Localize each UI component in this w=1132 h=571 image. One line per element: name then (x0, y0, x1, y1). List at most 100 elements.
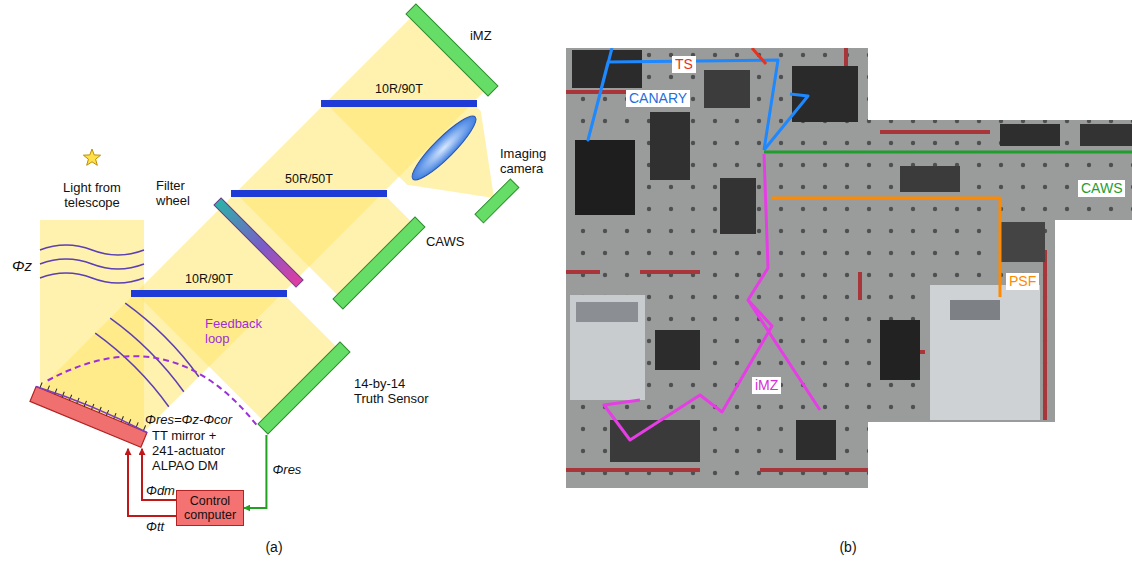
imaging-camera-shape (475, 179, 519, 223)
wavefront (125, 303, 199, 377)
lens (406, 110, 482, 186)
mount (1000, 222, 1045, 262)
node-label: 10R/90T (375, 82, 423, 97)
mount (704, 70, 750, 108)
beam-splitter: 50R/50T (231, 190, 387, 197)
node-text: Control computer (184, 494, 236, 522)
label-anchor: Imaging camera (500, 146, 562, 176)
ts-path (752, 48, 766, 64)
mount (880, 320, 920, 380)
imz-path (748, 154, 820, 410)
mount (1000, 124, 1060, 146)
deformable-mirror-outline (29, 380, 150, 448)
path-label: iMZ (752, 377, 781, 394)
wavefront (110, 318, 184, 392)
imz-path (604, 300, 772, 440)
deformable-mirror: TT mirror + 241-actuator ALPAO DM (29, 380, 150, 448)
truth-sensor-outline (257, 341, 351, 435)
tape-strip (1043, 250, 1047, 420)
source-label: Light from telescope (47, 180, 137, 210)
mount (575, 140, 635, 215)
star-symbol (83, 149, 100, 165)
node-label: CAWS (426, 234, 465, 249)
mount (650, 112, 690, 180)
figure-part (588, 48, 1132, 440)
imaging-camera-body (475, 179, 519, 223)
label-anchor: 50R/50T (285, 172, 333, 187)
deformable-mirror-shape (30, 381, 149, 447)
camera-body (570, 295, 645, 400)
edge-label: Φdm (146, 483, 175, 498)
imaging-camera: Imaging camera (474, 178, 520, 224)
label-anchor: 10R/90T (375, 82, 423, 97)
node-label: 10R/90T (185, 272, 233, 287)
beam-splitter: 10R/90T (321, 100, 477, 107)
path-label: CANARY (626, 90, 690, 107)
figure-part (566, 48, 1132, 488)
tape-strip (880, 130, 990, 134)
node-label: 14-by-14 Truth Sensor (354, 376, 438, 406)
tape-strip (566, 270, 700, 274)
camera-detail (576, 302, 638, 322)
camera-body (930, 285, 1040, 420)
tape-strip (858, 272, 862, 300)
mirror-surface (37, 385, 149, 433)
wavefront (95, 333, 169, 407)
mount (610, 420, 700, 462)
truth-sensor-shape (258, 342, 350, 434)
wavefront (40, 273, 144, 283)
label-anchor: iMZ (470, 28, 492, 43)
figure-part (40, 245, 199, 407)
mount (655, 330, 700, 370)
mount (1080, 124, 1132, 146)
caws-path (764, 151, 1132, 154)
truth-sensor: 14-by-14 Truth Sensor (257, 341, 351, 435)
canary-path (764, 94, 808, 150)
edge-label: Feedback loop (205, 316, 269, 346)
wavefront-sensor-shape (333, 217, 425, 309)
mount (720, 178, 756, 234)
control-computer: Control computer (176, 490, 244, 526)
path-label: PSF (1006, 273, 1039, 290)
psf-path (772, 198, 1000, 297)
beam-splitter: 10R/90T (131, 290, 287, 297)
node-label: TT mirror + 241-actuator ALPAO DM (152, 428, 234, 473)
canary-path (588, 48, 778, 150)
mount (900, 166, 960, 192)
residual-equation: Φres=Φz-Φcor (145, 412, 232, 427)
label-anchor: 10R/90T (185, 272, 233, 287)
optical-table (566, 48, 1132, 488)
edge-label: Φres (272, 462, 301, 477)
truth-sensor-body (258, 342, 350, 434)
panel-letter: (a) (265, 540, 282, 555)
node-label: Imaging camera (500, 146, 562, 176)
figure-part (40, 18, 494, 431)
tape-strip (566, 468, 868, 472)
mount (796, 420, 836, 460)
wavefront (40, 245, 144, 255)
node-label: Filter wheel (156, 178, 210, 208)
wavefront-symbol: Φz (12, 258, 32, 273)
figure-part (566, 48, 1045, 470)
label-anchor: CAWS (426, 234, 465, 249)
imaging-camera-outline (474, 178, 520, 224)
label-anchor: Filter wheel (156, 178, 210, 208)
node-label: 50R/50T (285, 172, 333, 187)
camera-detail (950, 300, 1000, 320)
signal-arrow (244, 435, 266, 508)
label-anchor: 14-by-14 Truth Sensor (354, 376, 438, 406)
wavefront-sensor-body (333, 217, 425, 309)
label-anchor: TT mirror + 241-actuator ALPAO DM (152, 428, 234, 473)
node-label: iMZ (470, 28, 492, 43)
panel-letter: (b) (839, 540, 856, 555)
edge-label: Φtt (146, 519, 164, 534)
wavefront-sensor: CAWS (332, 216, 426, 310)
path-label: CAWS (1078, 180, 1125, 197)
wavefront-sensor-outline (332, 216, 426, 310)
beam-main (40, 18, 484, 431)
path-label: TS (672, 56, 696, 73)
wavefront (40, 259, 144, 269)
mirror-body (30, 387, 147, 448)
